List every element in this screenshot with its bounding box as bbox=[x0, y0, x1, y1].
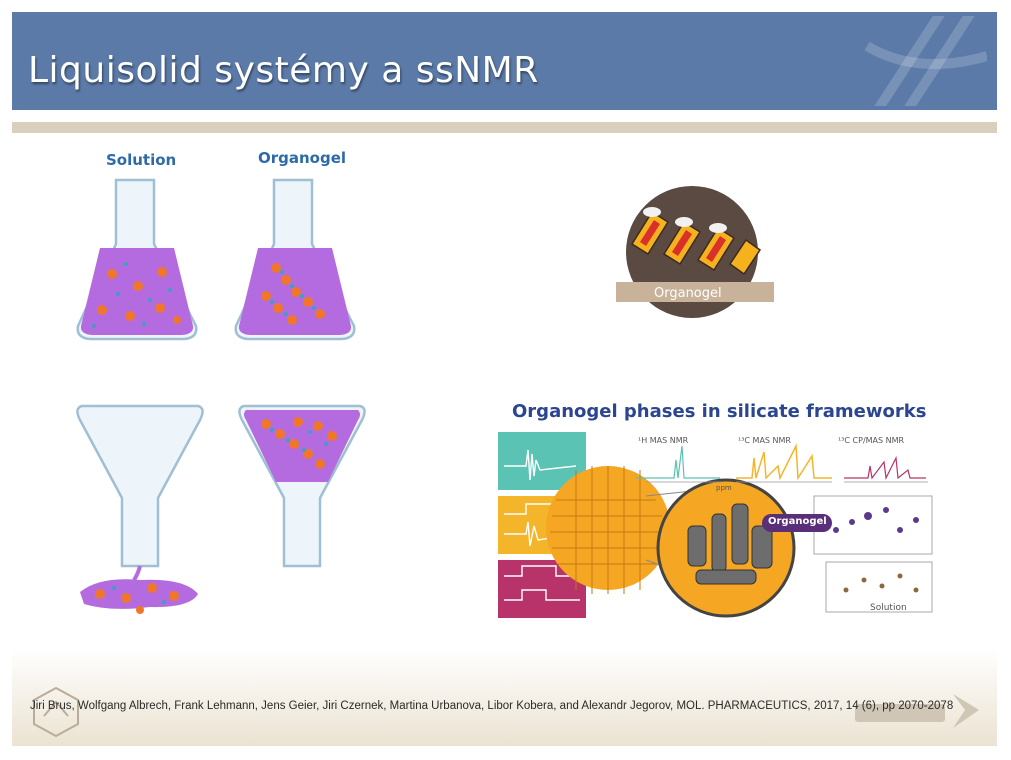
organogel-label: Organogel bbox=[258, 149, 347, 167]
university-wordmark-icon bbox=[855, 694, 979, 728]
solution-spectrum-label: Solution bbox=[870, 603, 907, 613]
spectrum-label-13c: ¹³C MAS NMR bbox=[738, 436, 791, 445]
particle-organogel-label: Organogel bbox=[768, 516, 827, 527]
spectrum-label-13c-cp: ¹³C CP/MAS NMR bbox=[838, 436, 905, 445]
inverted-organogel-flask bbox=[238, 404, 366, 568]
slide-footer: Jiri Brus, Wolfgang Albrech, Frank Lehma… bbox=[12, 648, 997, 746]
organogel-flask bbox=[234, 178, 356, 341]
abstract-title: Organogel phases in silicate frameworks bbox=[512, 401, 927, 422]
slide-title: Liquisolid systémy a ssNMR bbox=[28, 50, 539, 91]
university-logo-icon bbox=[864, 16, 987, 106]
organogel-badge-label: Organogel bbox=[654, 286, 722, 301]
organogel-badge-graphic bbox=[616, 186, 774, 318]
faculty-logo-icon bbox=[33, 686, 79, 738]
spectrum-label-1h: ¹H MAS NMR bbox=[638, 436, 689, 445]
inverted-solution-flask bbox=[76, 404, 204, 614]
title-divider bbox=[12, 122, 997, 133]
title-bar: Liquisolid systémy a ssNMR bbox=[12, 12, 997, 110]
solution-flask bbox=[76, 178, 198, 341]
ppm-label: ppm bbox=[716, 484, 732, 492]
solution-label: Solution bbox=[106, 151, 177, 169]
citation-reference: Jiri Brus, Wolfgang Albrech, Frank Lehma… bbox=[30, 700, 954, 712]
nmr-abstract-graphic bbox=[498, 432, 933, 618]
